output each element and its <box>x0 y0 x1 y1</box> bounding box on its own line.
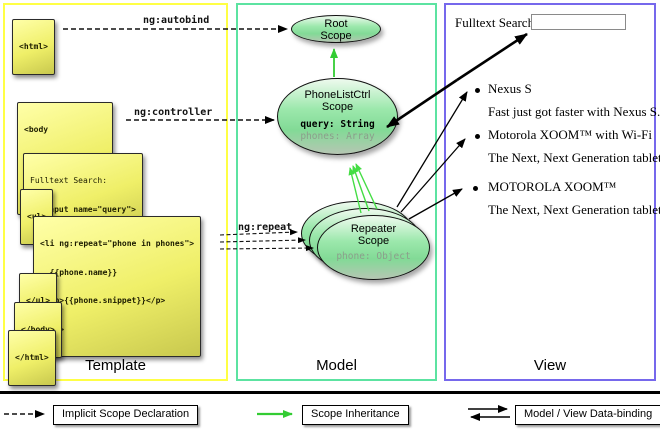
fulltext-search-label: Fulltext Search: <box>455 15 538 30</box>
phonelistctrl-query-prop: query: String <box>300 119 375 130</box>
item-bullet <box>473 186 478 191</box>
ng-autobind-label: ng:autobind <box>143 15 210 26</box>
code-html-open: <html> <box>12 19 55 75</box>
code-line: </body> <box>21 325 55 335</box>
template-column-label: Template <box>85 357 146 374</box>
phonelistctrl-scope-title-line: Scope <box>321 101 354 113</box>
legend-scope-inheritance: Scope Inheritance <box>302 405 409 425</box>
phonelistctrl-phones-prop: phones: Array <box>300 130 375 142</box>
item-name: Motorola XOOM™ with Wi-Fi <box>488 127 653 142</box>
item-name: Nexus S <box>488 81 532 96</box>
item-snippet: The Next, Next Generation tablet. <box>488 202 660 217</box>
legend-model-view-data-binding: Model / View Data-binding <box>515 405 660 425</box>
ng-controller-label: ng:controller <box>134 107 213 118</box>
view-column-label: View <box>533 357 567 374</box>
root-scope-title-line: Root <box>324 18 348 30</box>
code-line: </html> <box>15 353 49 362</box>
repeater-scope-ellipse: Repeater Scope phone: Object <box>317 215 430 280</box>
phonelistctrl-scope-title-line: PhoneListCtrl <box>304 89 371 101</box>
item-bullet <box>475 134 480 139</box>
code-line: <li ng:repeat="phone in phones"> <box>40 239 195 248</box>
code-line: <p>{{phone.snippet}}</p> <box>40 296 166 305</box>
item-snippet: The Next, Next Generation tablet. <box>488 150 660 165</box>
root-scope-ellipse: Root Scope <box>291 15 381 43</box>
code-line: </li> <box>40 325 194 335</box>
code-line: <input name="query"> <box>30 204 136 214</box>
code-html-close: </html> <box>8 330 56 386</box>
root-scope-title-line: Scope <box>320 30 352 42</box>
model-column: Model <box>236 3 437 381</box>
item-name: MOTOROLA XOOM™ <box>488 179 617 194</box>
ng-repeat-label: ng:repeat <box>238 222 293 233</box>
fulltext-search-input[interactable] <box>531 14 626 30</box>
legend-separator <box>0 391 660 394</box>
item-snippet: Fast just got faster with Nexus S. <box>488 104 660 119</box>
code-line: <body <box>24 125 49 134</box>
code-line: Fulltext Search: <box>30 176 108 185</box>
repeater-scope-title-line: Scope <box>357 235 390 247</box>
code-line: <html> <box>19 42 48 51</box>
code-line: </ul> <box>26 296 51 305</box>
code-line: {{phone.name}} <box>40 267 118 277</box>
item-bullet <box>475 88 480 93</box>
repeater-scope-title-line: Repeater <box>350 223 397 235</box>
model-column-label: Model <box>316 357 357 374</box>
repeater-phone-prop: phone: Object <box>336 251 411 262</box>
legend-implicit-scope-declaration: Implicit Scope Declaration <box>53 405 199 425</box>
phonelistctrl-scope-ellipse: PhoneListCtrl Scope query: String phones… <box>277 78 398 155</box>
